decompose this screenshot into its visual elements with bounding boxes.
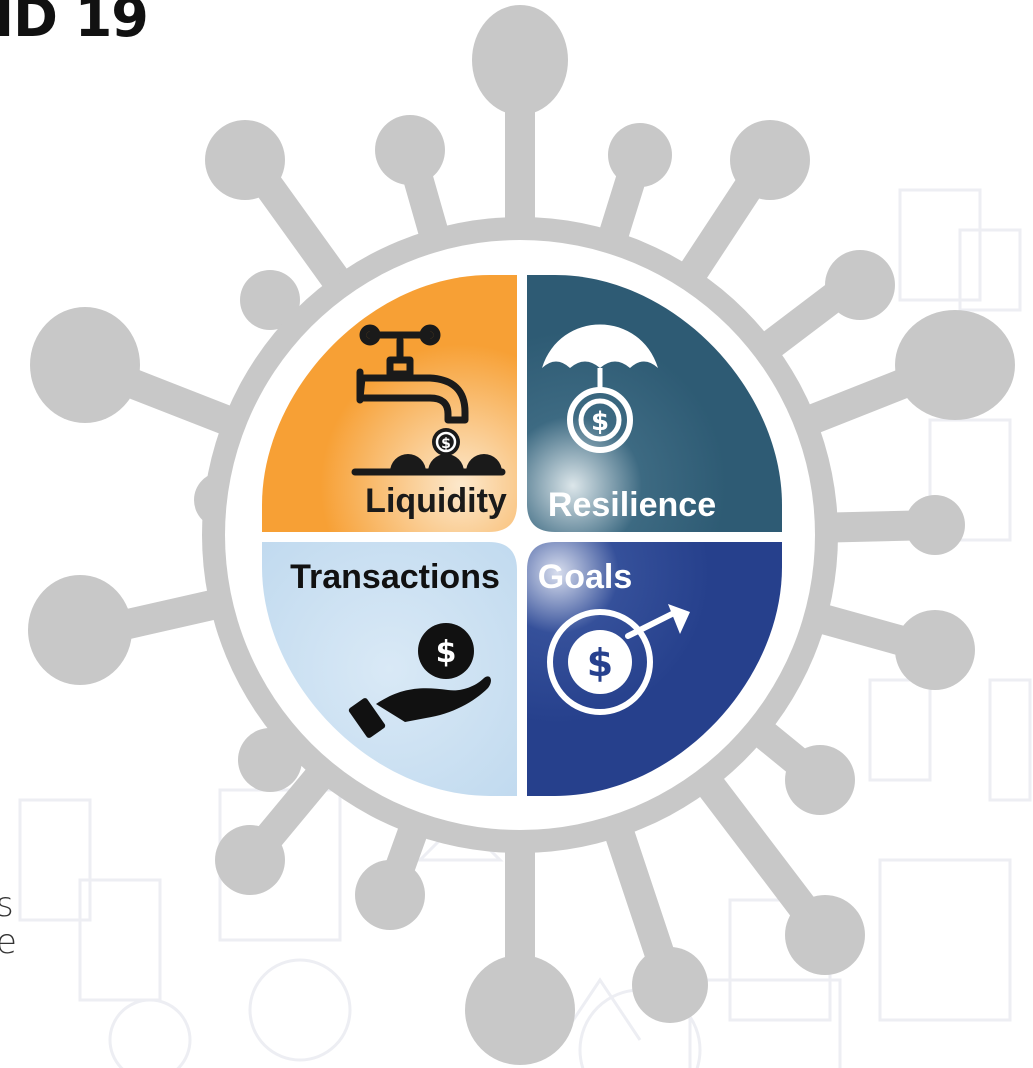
cut-text-line-2: e	[0, 922, 17, 962]
transactions-quadrant	[262, 542, 517, 796]
svg-text:$: $	[591, 407, 609, 437]
dollar-target-icon: $	[547, 604, 690, 715]
hand-dollar-icon: $	[348, 623, 491, 738]
svg-text:$: $	[436, 635, 457, 670]
cut-text-line-1: s	[0, 885, 14, 925]
umbrella-dollar-icon: $	[542, 324, 658, 453]
goals-quadrant	[527, 542, 782, 796]
svg-text:$: $	[587, 641, 613, 685]
svg-text:$: $	[441, 436, 451, 452]
page-title-fragment: ID 19	[0, 0, 149, 49]
white-ring	[225, 240, 815, 830]
goals-label: Goals	[538, 558, 632, 596]
faucet-coins: $	[390, 428, 502, 472]
resilience-label: Resilience	[548, 486, 716, 524]
transactions-label: Transactions	[290, 558, 500, 596]
liquidity-label: Liquidity	[365, 482, 507, 520]
